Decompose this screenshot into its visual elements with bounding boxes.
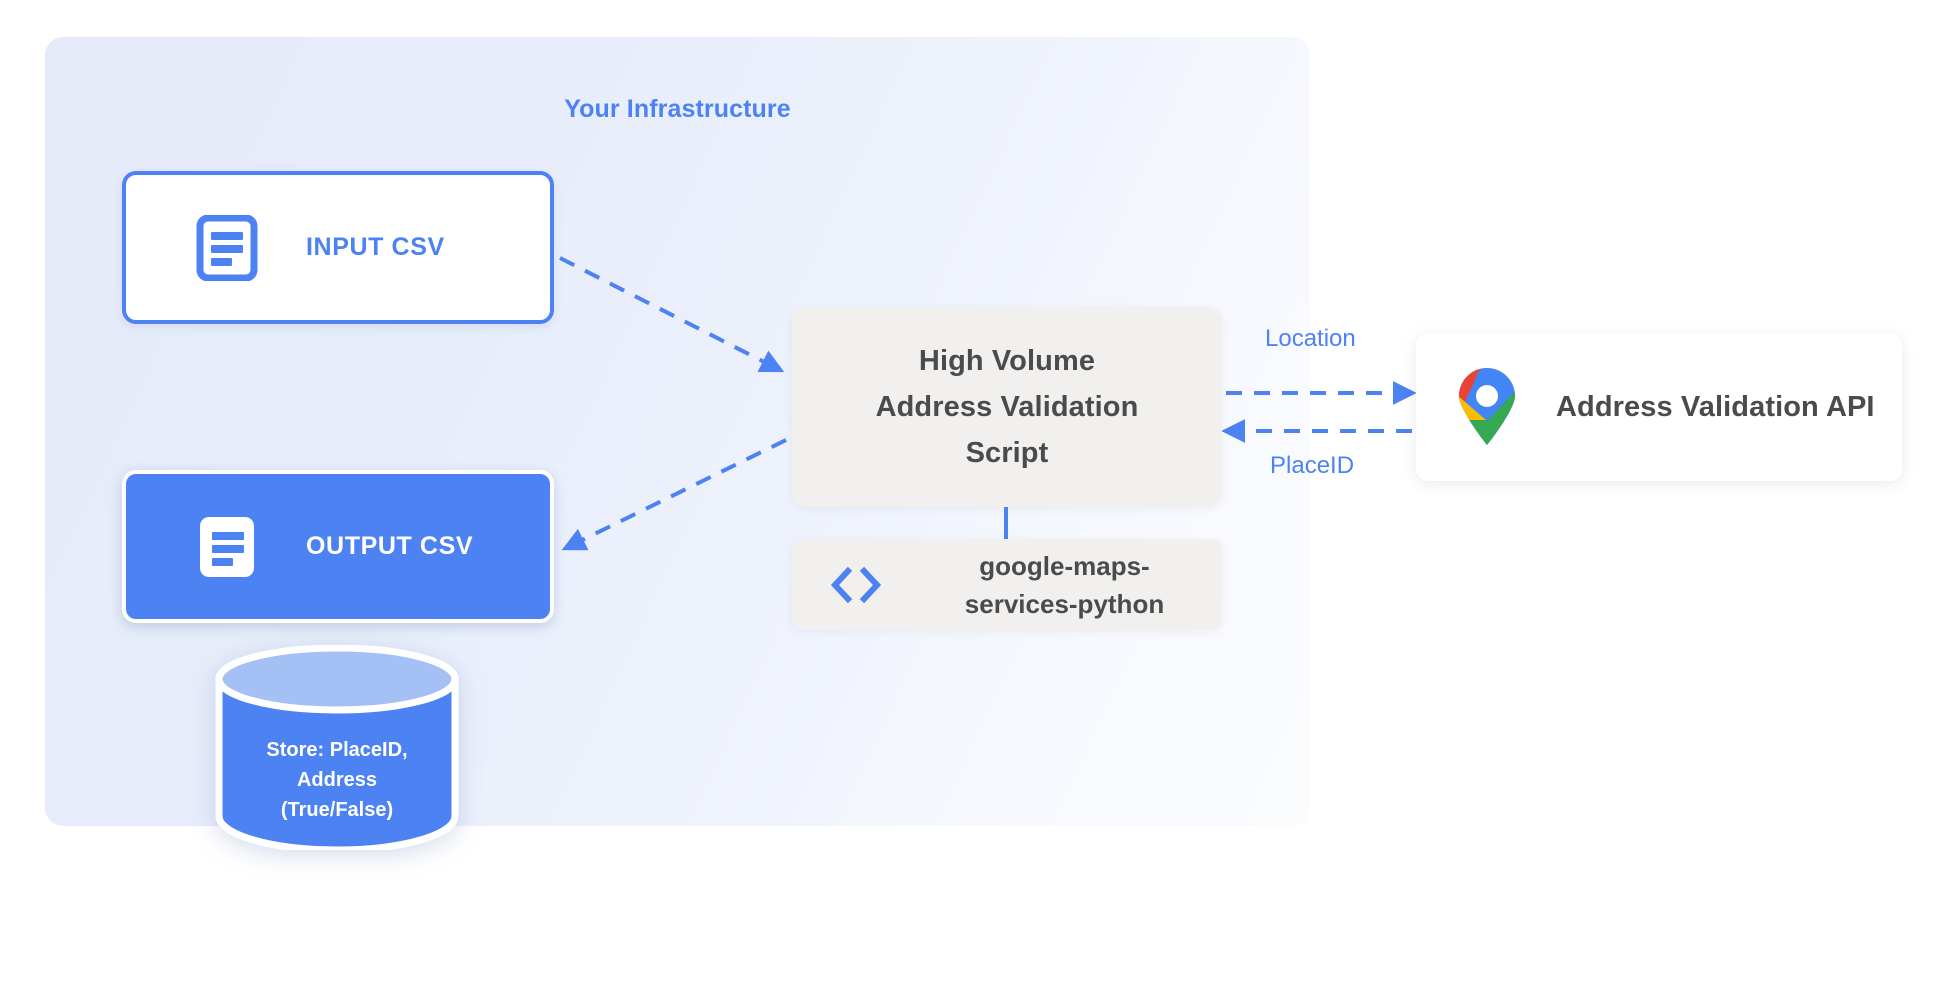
database-line-2: Address [296,769,378,791]
database-line-3: (True/False) [280,799,394,821]
script-line-1: High Volume [918,345,1096,377]
database-line-1: Store: PlaceID, [266,739,408,761]
library-label: google-maps- services-python [907,547,1222,623]
script-line-3: Script [965,437,1049,469]
api-label: Address Validation API [1556,390,1875,423]
document-icon [196,214,258,281]
script-line-2: Address Validation [875,391,1139,423]
code-icon [830,566,882,603]
script-library-connector [1004,507,1008,539]
database-cylinder-icon[interactable] [213,645,461,850]
input-csv-card[interactable]: INPUT CSV [122,171,554,324]
script-box[interactable]: High Volume Address Validation Script [792,307,1222,507]
edge-label-location: Location [1265,325,1356,352]
panel-title: Your Infrastructure [564,95,791,123]
library-box[interactable]: google-maps- services-python [792,539,1222,630]
output-csv-card[interactable]: OUTPUT CSV [122,470,554,623]
address-validation-api-card[interactable]: Address Validation API [1416,333,1902,481]
database-label: Store: PlaceID, Address (True/False) [213,735,461,825]
output-csv-label: OUTPUT CSV [306,532,474,560]
input-csv-label: INPUT CSV [306,233,445,261]
library-line-2: services-python [964,588,1165,619]
library-line-1: google-maps- [979,550,1150,581]
google-maps-pin-icon [1459,368,1515,445]
document-icon [200,516,254,577]
edge-label-placeid: PlaceID [1270,452,1355,479]
